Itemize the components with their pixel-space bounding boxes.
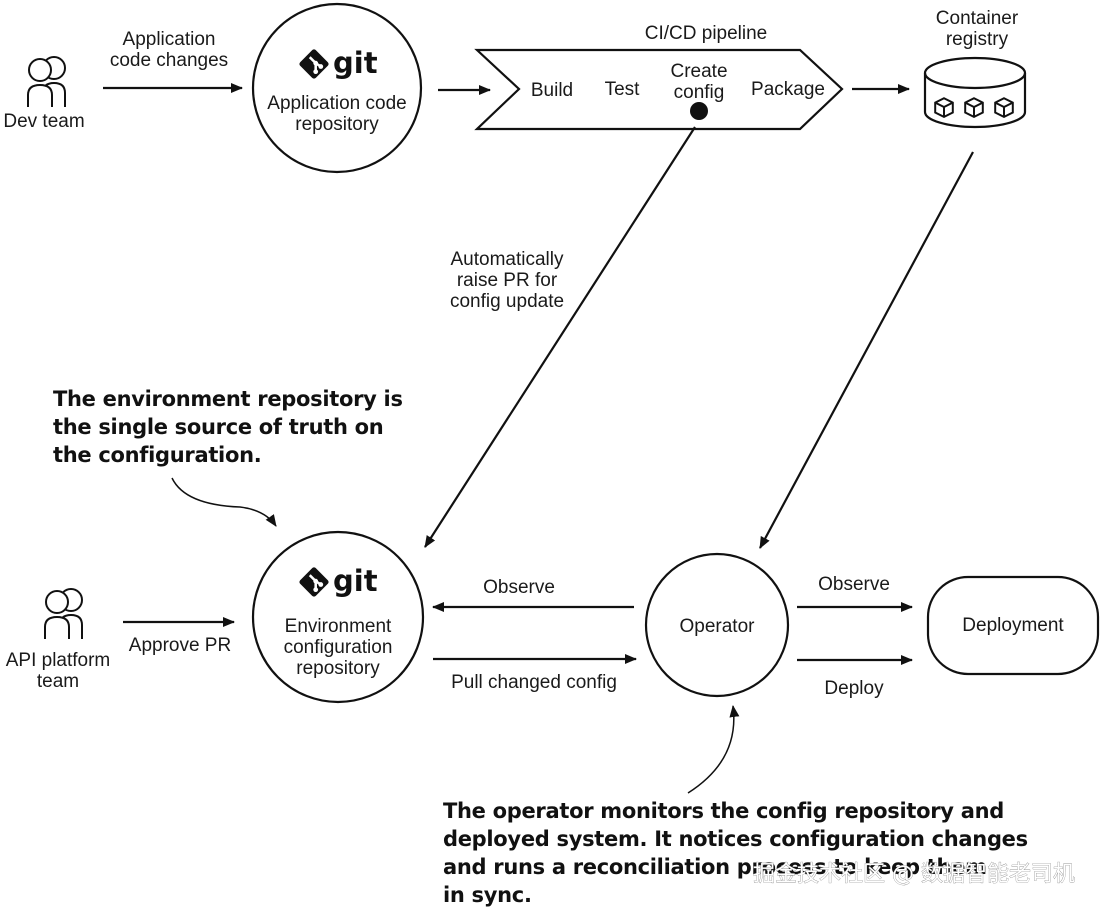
operator-note-line-4: in sync. [443, 883, 532, 907]
api-platform-team-label-2: team [37, 671, 79, 692]
operator-note-pointer [687, 705, 740, 794]
env-repo-label-1: Environment [285, 616, 392, 637]
container-registry-node: Container registry [923, 8, 1027, 129]
app-repo-label-2: repository [295, 114, 379, 135]
observe-deployment-edge: Observe [797, 574, 913, 612]
env-repo-label-2: configuration [284, 637, 393, 658]
auto-raise-pr-edge: Automatically raise PR for config update [424, 126, 696, 548]
registry-cylinder-body [923, 73, 1027, 129]
pull-changed-config-label: Pull changed config [451, 672, 617, 693]
people-icon [43, 587, 84, 641]
env-repo-note-line-1: The environment repository is [53, 387, 403, 411]
pipeline-step-create-config-2: config [674, 82, 725, 103]
operator-annotation: The operator monitors the config reposit… [443, 705, 1028, 907]
operator-label: Operator [680, 616, 756, 637]
app-repo-circle [251, 2, 423, 174]
pull-changed-config-edge: Pull changed config [433, 654, 637, 693]
git-logo-icon [297, 47, 331, 81]
registry-label-2: registry [946, 29, 1009, 50]
operator-note-line-3: and runs a reconciliation process to kee… [443, 855, 987, 879]
app-code-changes-label-1: Application [123, 29, 216, 50]
approve-pr-label: Approve PR [129, 635, 231, 656]
app-code-changes-label-2: code changes [110, 50, 228, 71]
deployment-label: Deployment [962, 615, 1064, 636]
pipeline-step-create-config-1: Create [670, 61, 727, 82]
container-cube-icon [994, 97, 1014, 118]
app-repo-label-1: Application code [267, 93, 406, 114]
approve-pr-edge: Approve PR [123, 617, 235, 656]
api-platform-team-label-1: API platform [6, 650, 111, 671]
operator-circle [644, 552, 790, 698]
registry-cylinder-top [923, 56, 1027, 90]
observe-deployment-label: Observe [818, 574, 890, 595]
auto-raise-pr-label-1: Automatically [451, 249, 564, 270]
cicd-pipeline: CI/CD pipeline Build Test Create config … [474, 23, 844, 131]
pipeline-chevron [474, 48, 844, 131]
git-logo-icon [297, 565, 331, 599]
operator-note-line-1: The operator monitors the config reposit… [443, 799, 1004, 823]
dev-team-actor: Dev team [3, 55, 85, 132]
auto-raise-pr-arrow [424, 126, 696, 548]
watermark: 掘金技术社区 @ 数据智能老司机 [753, 862, 1075, 887]
pipeline-step-package: Package [751, 79, 825, 100]
pipeline-step-test: Test [605, 79, 641, 100]
operator-note-line-2: deployed system. It notices configuratio… [443, 827, 1028, 851]
registry-to-operator-arrow [759, 151, 974, 549]
env-repo-note-line-2: the single source of truth on [53, 415, 383, 439]
env-repo-note-line-3: the configuration. [53, 443, 261, 467]
env-repo-annotation: The environment repository is the single… [53, 387, 403, 527]
env-repo-label-3: repository [296, 658, 380, 679]
people-icon [26, 55, 67, 109]
container-cube-icon [934, 97, 954, 118]
app-code-changes-edge: Application code changes [103, 29, 243, 93]
auto-raise-pr-label-3: config update [450, 291, 564, 312]
auto-raise-pr-label-2: raise PR for [457, 270, 558, 291]
git-wordmark: git [333, 564, 378, 598]
create-config-dot [690, 102, 708, 120]
git-wordmark: git [333, 46, 378, 80]
pipeline-title: CI/CD pipeline [645, 23, 768, 44]
observe-repo-label: Observe [483, 577, 555, 598]
container-cube-icon [964, 97, 984, 118]
deploy-label: Deploy [824, 678, 884, 699]
dev-team-label: Dev team [3, 111, 84, 132]
deployment-node: Deployment [926, 575, 1100, 676]
api-platform-team-actor: API platform team [6, 587, 111, 692]
deploy-edge: Deploy [797, 655, 913, 699]
env-repo-note-pointer [171, 477, 277, 527]
app-repo-node: git Application code repository [251, 2, 423, 174]
env-repo-node: git Environment configuration repository [251, 530, 425, 704]
operator-node: Operator [644, 552, 790, 698]
registry-label-1: Container [936, 8, 1019, 29]
pipeline-step-build: Build [531, 80, 573, 101]
deployment-box [926, 575, 1100, 676]
env-repo-circle [251, 530, 425, 704]
observe-repo-edge: Observe [432, 577, 634, 612]
